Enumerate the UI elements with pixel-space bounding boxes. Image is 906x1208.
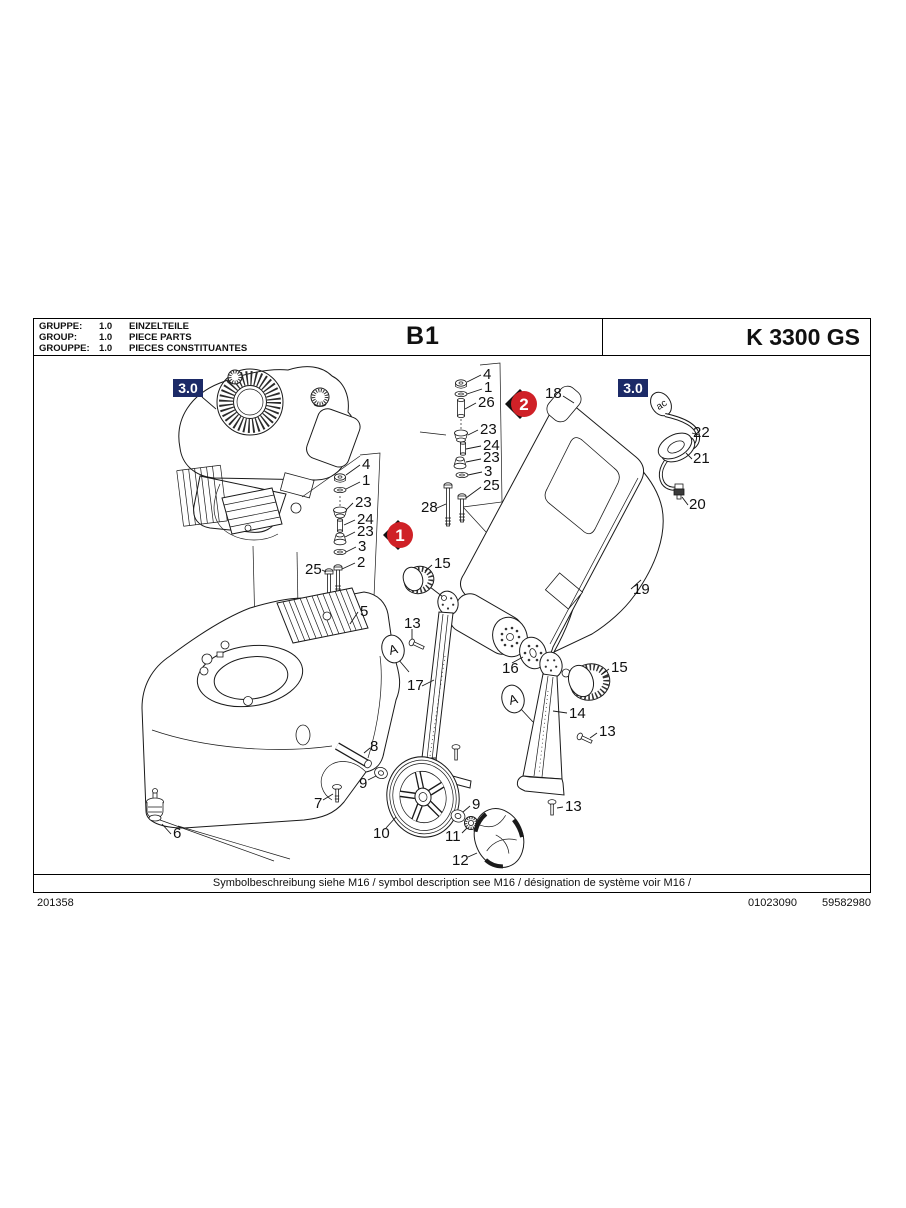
- callout-label: 26: [478, 394, 495, 411]
- group-row-fr: GROUPPE: 1.0 PIECES CONSTITUANTES: [39, 343, 247, 354]
- caption-bar: Symbolbeschreibung siehe M16 / symbol de…: [34, 874, 870, 892]
- screw-part: [332, 784, 342, 803]
- crossbar-end-holes: [500, 626, 521, 648]
- group-code: 1.0: [99, 343, 113, 354]
- callout-label: 15: [611, 659, 628, 676]
- callout-label: 5: [360, 603, 368, 620]
- group-ref-badge-engine: 3.0: [173, 379, 217, 410]
- group-ref-badge-cable: 3.0: [623, 380, 643, 396]
- housing-drawing: 5 6 7: [141, 587, 401, 862]
- knob-part: [561, 663, 611, 701]
- sheet-header: GRUPPE: 1.0 EINZELTEILE GROUP: 1.0 PIECE…: [34, 319, 870, 356]
- engine-fins: [176, 464, 228, 527]
- callout-label: 13: [599, 723, 616, 740]
- group-row-en: GROUP: 1.0 PIECE PARTS: [39, 332, 247, 343]
- callout-label: 23: [480, 421, 497, 438]
- badge-box: [173, 379, 203, 397]
- callout-label: 25: [483, 477, 500, 494]
- axle-part: [334, 742, 372, 769]
- screw-part: [576, 732, 593, 744]
- mid-fastener-stack: 4 1 26 23 24 23 3 25 28: [419, 362, 503, 533]
- view-letter: A: [387, 641, 400, 658]
- wheel-spokes: [399, 771, 445, 822]
- callout-label: 20: [689, 496, 706, 513]
- group-row-de: GRUPPE: 1.0 EINZELTEILE: [39, 321, 247, 332]
- callout-label: 22: [693, 424, 710, 441]
- callout-label: 23: [355, 494, 372, 511]
- sheet-code: B1: [406, 322, 440, 350]
- handle-assembly-drawing: 18 19: [449, 385, 664, 659]
- callout-label: 2: [357, 554, 365, 571]
- callout-label: 14: [569, 705, 586, 722]
- step-number: 1: [395, 526, 404, 545]
- callout-label: 9: [472, 796, 480, 813]
- group-name: PIECE PARTS: [129, 332, 192, 343]
- group-name: EINZELTEILE: [129, 321, 189, 332]
- group-label: GRUPPE:: [39, 321, 83, 332]
- screw-part: [408, 638, 425, 650]
- callout-label: 16: [502, 660, 519, 677]
- callout-label: 9: [359, 775, 367, 792]
- callout-label: 3: [484, 463, 492, 480]
- callout-label: 24: [357, 511, 374, 528]
- badge-label: 3.0: [178, 380, 198, 396]
- callout-label: 17: [407, 677, 424, 694]
- step-number: 2: [519, 395, 528, 414]
- doc-number-mid: 01023090: [748, 897, 797, 909]
- callout-label: 12: [452, 852, 469, 869]
- callout-label: 1: [484, 379, 492, 396]
- callout-label: 19: [633, 581, 650, 598]
- group-code: 1.0: [99, 332, 113, 343]
- group-name: PIECES CONSTITUANTES: [129, 343, 248, 354]
- callout-label: 25: [305, 561, 322, 578]
- engine-assembly-drawing: [176, 366, 361, 673]
- callout-label: 15: [434, 555, 451, 572]
- plug-part: [673, 483, 685, 500]
- badge-box: [618, 379, 648, 397]
- callout-label: 10: [373, 825, 390, 842]
- callout-label: 28: [421, 499, 438, 516]
- callout-label: 8: [370, 738, 378, 755]
- view-letter: A: [507, 691, 520, 708]
- doc-number-left: 201358: [37, 897, 74, 909]
- cable-tag-ac: ac: [654, 398, 669, 413]
- group-label: GROUPPE:: [39, 343, 90, 354]
- exploded-diagram-svg: 3.0: [141, 362, 710, 869]
- view-marker-a-right: A: [501, 684, 534, 723]
- callout-label: 23: [483, 449, 500, 466]
- cable-assembly-drawing: 3.0 ac 22 21 20: [618, 379, 710, 513]
- group-id-block: GRUPPE: 1.0 EINZELTEILE GROUP: 1.0 PIECE…: [39, 321, 247, 354]
- model-name: K 3300 GS: [602, 319, 870, 355]
- foot-part: [146, 788, 164, 822]
- callout-label: 1: [362, 472, 370, 489]
- callout-label: 4: [362, 456, 370, 473]
- step-marker-2: 2: [505, 389, 537, 419]
- right-leg-drawing: 16 13 14 13: [501, 636, 628, 816]
- left-fastener-stack: 4 1 23 24 23 3 2 25: [270, 452, 381, 648]
- group-code: 1.0: [99, 321, 113, 332]
- callout-label: 11: [445, 828, 461, 845]
- callout-label: 13: [404, 615, 421, 632]
- exploded-diagram: 3.0: [34, 356, 872, 879]
- callout-label: 7: [314, 795, 322, 812]
- callout-label: 24: [483, 437, 500, 454]
- view-marker-a-left: A: [381, 634, 410, 673]
- callout-label: 6: [173, 825, 181, 842]
- callout-label: 4: [483, 366, 491, 383]
- wheel-drawing: 10 9 11 12: [373, 756, 525, 869]
- hubcap-drawing: [473, 808, 525, 869]
- callout-label: 3: [358, 538, 366, 555]
- callout-label: 13: [565, 798, 582, 815]
- callout-label: 23: [357, 523, 374, 540]
- step-marker-1: 1: [383, 520, 413, 550]
- callout-label: 18: [545, 385, 562, 402]
- callout-label: 21: [693, 450, 710, 467]
- parts-sheet: GRUPPE: 1.0 EINZELTEILE GROUP: 1.0 PIECE…: [33, 318, 871, 893]
- group-label: GROUP:: [39, 332, 77, 343]
- knob-part: [402, 565, 447, 601]
- doc-number-right: 59582980: [822, 897, 871, 909]
